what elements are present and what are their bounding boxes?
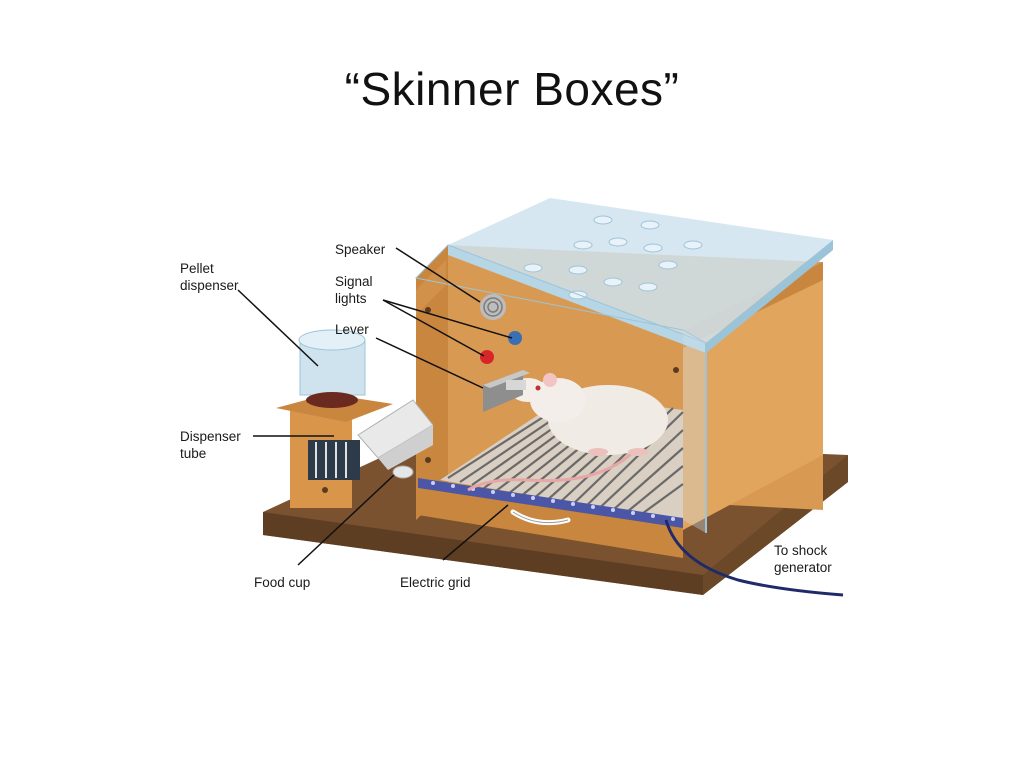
label-dispenser-tube: Dispenser tube [180,429,241,461]
skinner-box-illustration [237,198,848,597]
glass-top [414,198,833,533]
label-pellet-dispenser: Pellet dispenser [180,261,239,293]
slide-title: “Skinner Boxes” [344,63,680,115]
label-signal-lights: Signal lights [335,274,373,306]
label-electric-grid: Electric grid [400,575,471,590]
pellet-dispenser [276,329,393,508]
label-lever: Lever [335,322,369,337]
label-speaker: Speaker [335,242,386,257]
dispenser-tube [357,399,434,470]
food-cup [392,465,414,479]
shock-cable [664,519,844,597]
skinner-box-diagram: Speaker Signal lights Lever Pellet dispe… [178,190,858,610]
signal-lights [480,331,522,364]
lever [483,370,530,412]
chamber-left-wall [416,245,448,520]
leader-lines [237,247,513,566]
drawer-front [418,488,683,558]
label-food-cup: Food cup [254,575,311,590]
speaker [480,294,506,320]
label-shock-generator: To shock generator [774,543,832,575]
